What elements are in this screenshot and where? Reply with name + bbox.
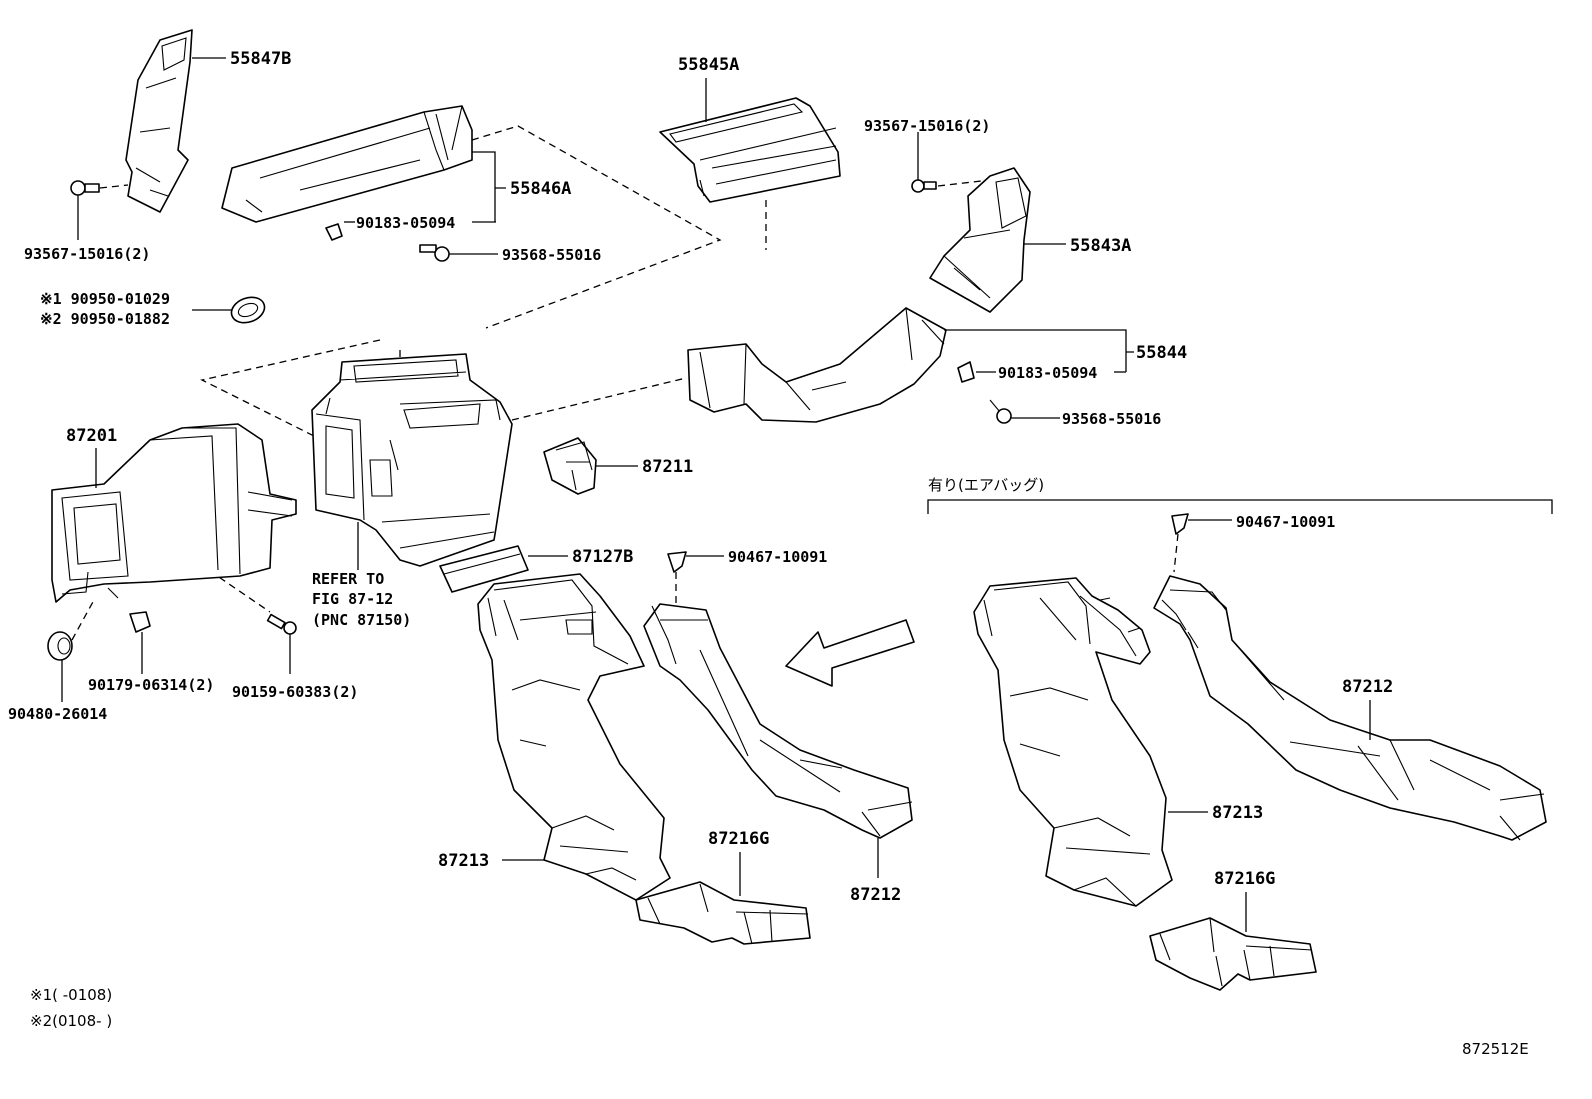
grommet-90480[interactable]: 90480-26014: [8, 599, 107, 723]
nut-90179[interactable]: 90179-06314(2): [88, 611, 214, 694]
housing-87201[interactable]: 87201: [51, 423, 297, 603]
label-90467-left: 90467-10091: [728, 548, 827, 566]
footnote-2: ※2(0108- ): [30, 1012, 112, 1030]
clip-90467-left[interactable]: 90467-10091: [667, 548, 827, 604]
label-55845A: 55845A: [678, 55, 739, 75]
refer-line-1: REFER TO: [312, 570, 384, 588]
airbag-header: 有り(エアバッグ): [928, 476, 1044, 494]
duct-87212-left[interactable]: 87212: [643, 603, 913, 905]
figure-id: 872512E: [1462, 1040, 1529, 1058]
clip-90467-right[interactable]: 90467-10091: [1171, 513, 1335, 573]
label-55846A: 55846A: [510, 179, 571, 199]
bolt-93568-upper[interactable]: 93568-55016: [419, 244, 601, 264]
label-87211: 87211: [642, 457, 693, 477]
gasket-90950[interactable]: ※1 90950-01029 ※2 90950-01882: [40, 290, 268, 328]
filter-87127B[interactable]: 87127B: [439, 545, 633, 593]
label-55847B: 55847B: [230, 49, 291, 69]
label-87213-right: 87213: [1212, 803, 1263, 823]
label-90183-right: 90183-05094: [998, 364, 1097, 382]
screw-90159[interactable]: 90159-60383(2): [232, 613, 358, 701]
part-87211[interactable]: 87211: [543, 437, 693, 495]
label-93568-upper: 93568-55016: [502, 246, 601, 264]
label-gasket-1: ※1 90950-01029: [40, 290, 170, 308]
bolt-93567-right[interactable]: 93567-15016(2): [864, 117, 990, 193]
label-93567-left: 93567-15016(2): [24, 245, 150, 263]
footnotes: ※1( -0108) ※2(0108- ) 872512E: [30, 986, 1529, 1058]
refer-line-3: (PNC 87150): [312, 611, 411, 629]
label-gasket-2: ※2 90950-01882: [40, 310, 170, 328]
bolt-93567-left[interactable]: 93567-15016(2): [24, 180, 150, 263]
label-87201: 87201: [66, 426, 117, 446]
duct-55846A[interactable]: 55846A: [221, 105, 571, 223]
direction-arrow: [785, 619, 915, 687]
duct-87213-right[interactable]: 87213: [973, 577, 1263, 907]
clip-90183-upper[interactable]: 90183-05094: [325, 214, 496, 241]
bolt-93568-right[interactable]: 93568-55016: [989, 399, 1161, 428]
label-90480: 90480-26014: [8, 705, 107, 723]
duct-87212-right[interactable]: 87212: [1153, 575, 1547, 841]
vent-55845A[interactable]: 55845A: [659, 55, 841, 203]
label-87212-left: 87212: [850, 885, 901, 905]
nozzle-87216G-left[interactable]: 87216G: [635, 829, 811, 945]
footnote-1: ※1( -0108): [30, 986, 112, 1004]
label-87216G-left: 87216G: [708, 829, 769, 849]
duct-55847B[interactable]: 55847B: [125, 29, 291, 213]
label-55844: 55844: [1136, 343, 1187, 363]
label-93568-right: 93568-55016: [1062, 410, 1161, 428]
label-55843A: 55843A: [1070, 236, 1131, 256]
label-87127B: 87127B: [572, 547, 633, 567]
center-unit-87150[interactable]: REFER TO FIG 87-12 (PNC 87150): [311, 353, 513, 629]
nozzle-87216G-right[interactable]: 87216G: [1149, 869, 1317, 991]
label-90467-right: 90467-10091: [1236, 513, 1335, 531]
airbag-section: 有り(エアバッグ): [927, 476, 1553, 514]
duct-55843A[interactable]: 55843A: [929, 167, 1131, 313]
label-90183-upper: 90183-05094: [356, 214, 455, 232]
label-90179: 90179-06314(2): [88, 676, 214, 694]
label-87213-left: 87213: [438, 851, 489, 871]
label-87216G-right: 87216G: [1214, 869, 1275, 889]
label-87212-right: 87212: [1342, 677, 1393, 697]
duct-87213-left[interactable]: 87213: [438, 573, 671, 901]
clip-90183-right[interactable]: 90183-05094: [957, 361, 1126, 383]
label-90159: 90159-60383(2): [232, 683, 358, 701]
duct-55844[interactable]: 55844: [687, 307, 1187, 423]
refer-line-2: FIG 87-12: [312, 590, 393, 608]
label-93567-right: 93567-15016(2): [864, 117, 990, 135]
